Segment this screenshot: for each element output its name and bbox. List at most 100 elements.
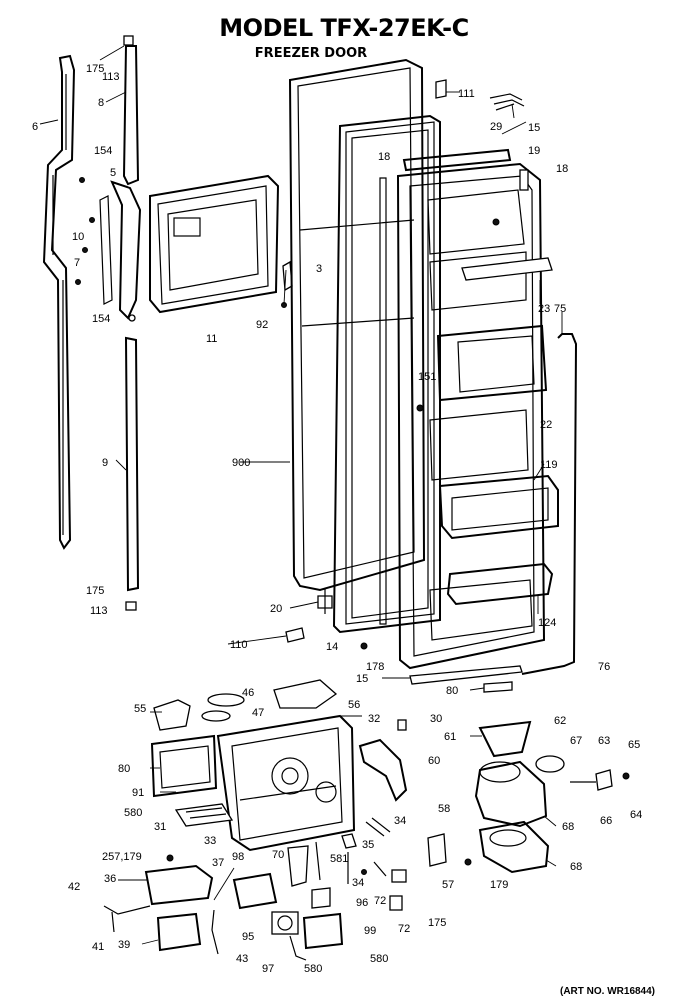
callout-9: 9 xyxy=(102,457,108,469)
diagram-title: MODEL TFX-27EK-C xyxy=(219,14,469,42)
callout-22: 22 xyxy=(540,419,552,431)
callout-64: 64 xyxy=(630,809,642,821)
callout-29: 29 xyxy=(490,121,502,133)
callout-20: 20 xyxy=(270,603,282,615)
callout-10: 10 xyxy=(72,231,84,243)
callout-7: 7 xyxy=(74,257,80,269)
part-111-top-clip xyxy=(435,79,447,99)
part-30-clip xyxy=(397,719,407,731)
part-90-91-housing xyxy=(150,734,218,798)
part-60-lever xyxy=(358,738,408,802)
callout-23: 23 xyxy=(538,303,550,315)
art-number: (ART NO. WR16844) xyxy=(560,986,656,997)
part-43-wire xyxy=(211,909,219,955)
callout-580a: 580 xyxy=(124,807,142,819)
callout-3: 3 xyxy=(316,263,322,275)
callout-580b: 580 xyxy=(304,963,322,975)
part-18-strip xyxy=(379,177,387,625)
callout-900: 900 xyxy=(232,457,250,469)
callout-39: 39 xyxy=(118,939,130,951)
callout-72a: 72 xyxy=(374,895,386,907)
callout-56: 56 xyxy=(348,699,360,711)
callout-61: 61 xyxy=(444,731,456,743)
callout-70: 70 xyxy=(272,849,284,861)
callout-175b: 175 xyxy=(86,585,104,597)
part-32-dispenser-housing xyxy=(216,714,356,852)
part-29-harness xyxy=(489,93,525,111)
callout-8: 8 xyxy=(98,97,104,109)
part-23-bar xyxy=(461,257,553,281)
callout-6: 6 xyxy=(32,121,38,133)
part-110-knob xyxy=(285,627,305,643)
part-3-clip xyxy=(281,260,293,308)
diagram-subtitle: FREEZER DOOR xyxy=(254,46,368,61)
part-62-seal xyxy=(535,755,565,773)
part-20-screw xyxy=(317,588,333,614)
part-55-bracket xyxy=(153,699,191,731)
part-900-door-shell xyxy=(288,58,426,592)
callout-92: 92 xyxy=(256,319,268,331)
callout-36: 36 xyxy=(104,873,116,885)
callout-18a: 18 xyxy=(378,151,390,163)
callout-57: 57 xyxy=(442,879,454,891)
callout-35: 35 xyxy=(362,839,374,851)
part-8-upper-trim xyxy=(122,35,140,186)
part-11-inner-panel xyxy=(149,174,280,314)
callout-19: 19 xyxy=(528,145,540,157)
part-41-42-harness xyxy=(103,905,151,933)
part-31-drip-tray xyxy=(174,803,234,827)
part-46-47-cam xyxy=(201,693,245,722)
callout-175c: 175 xyxy=(428,917,446,929)
callout-154a: 154 xyxy=(94,145,112,157)
callout-154b: 154 xyxy=(92,313,110,325)
callout-113b: 113 xyxy=(90,605,108,617)
callout-34b: 34 xyxy=(352,877,364,889)
callout-124: 124 xyxy=(538,617,556,629)
callout-257-179: 257,179 xyxy=(102,851,142,863)
callout-47: 47 xyxy=(252,707,264,719)
part-9-lower-trim xyxy=(124,336,140,611)
callout-119: 119 xyxy=(540,459,558,471)
callout-97: 97 xyxy=(262,963,274,975)
callout-43: 43 xyxy=(236,953,248,965)
part-15-bottom-bar xyxy=(409,665,523,693)
part-6-door-trim-strip xyxy=(42,54,76,550)
callout-179: 179 xyxy=(490,879,508,891)
callout-68b: 68 xyxy=(570,861,582,873)
part-63-66-switch xyxy=(570,769,630,791)
part-124-shelf xyxy=(446,562,554,606)
callout-66: 66 xyxy=(600,815,612,827)
callout-32: 32 xyxy=(368,713,380,725)
part-36-bracket xyxy=(144,854,214,906)
callout-55: 55 xyxy=(134,703,146,715)
callout-62: 62 xyxy=(554,715,566,727)
callout-5: 5 xyxy=(110,167,116,179)
callout-33: 33 xyxy=(204,835,216,847)
callout-18b: 18 xyxy=(556,163,568,175)
callout-113a: 113 xyxy=(102,71,120,83)
part-39-control-box xyxy=(156,912,202,952)
callout-178: 178 xyxy=(366,661,384,673)
callout-42: 42 xyxy=(68,881,80,893)
callout-80b: 80 xyxy=(118,763,130,775)
part-14-door-gasket xyxy=(332,114,441,634)
callout-41: 41 xyxy=(92,941,104,953)
callout-30: 30 xyxy=(430,713,442,725)
inner-door-liner xyxy=(396,148,546,670)
part-98-70-motor-assembly xyxy=(232,845,309,910)
callout-63: 63 xyxy=(598,735,610,747)
callout-581: 581 xyxy=(330,853,348,865)
callout-75: 75 xyxy=(554,303,566,315)
callout-68a: 68 xyxy=(562,821,574,833)
part-56-actuator xyxy=(273,679,338,709)
part-119-bin xyxy=(438,474,559,540)
part-95-gear xyxy=(271,911,299,935)
part-68-bowl xyxy=(478,820,550,874)
callout-34a: 34 xyxy=(394,815,406,827)
callout-60: 60 xyxy=(428,755,440,767)
callout-99: 99 xyxy=(364,925,376,937)
part-57-58-bracket xyxy=(427,833,472,867)
callout-151: 151 xyxy=(418,371,436,383)
callout-58: 58 xyxy=(438,803,450,815)
